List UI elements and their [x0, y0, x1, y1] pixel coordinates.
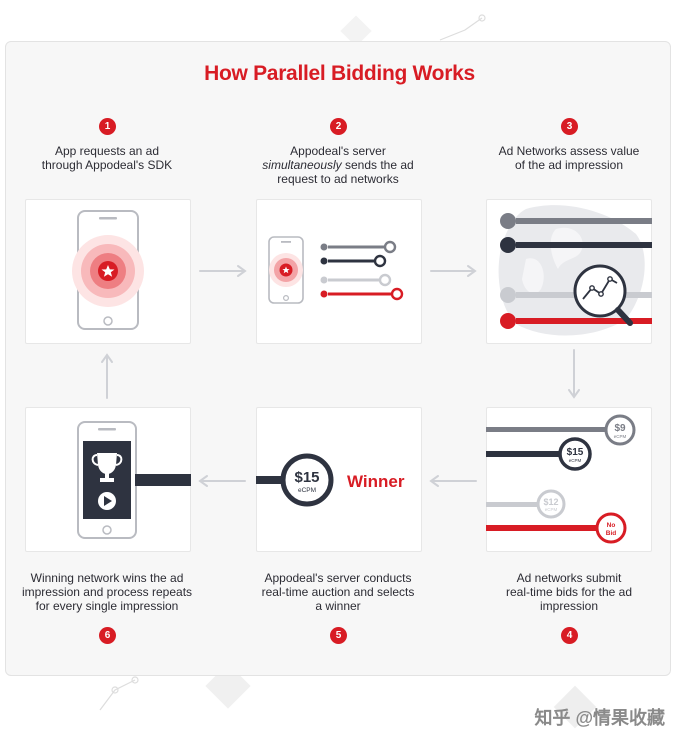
step-5-line-2: real-time auction and selects: [261, 585, 415, 599]
server-broadcast-illustration: [268, 236, 404, 304]
step-4-line-2: real-time bids for the ad: [505, 585, 633, 599]
bid-1-unit: eCPM: [614, 434, 627, 439]
arrow-2-to-3: [430, 265, 477, 277]
step-6-line-2: impression and process repeats: [21, 585, 193, 599]
step-2-number: 2: [330, 118, 347, 135]
step-2-line-2: simultaneously sends the ad: [243, 158, 433, 172]
winner-label: Winner: [347, 472, 405, 491]
bid-3-unit: eCPM: [545, 507, 558, 512]
step-2-text: Appodeal's server simultaneously sends t…: [243, 144, 433, 186]
watermark-text: 知乎 @情果收藏: [534, 708, 665, 728]
step-6-line-3: for every single impression: [35, 599, 179, 613]
arrow-3-to-4: [568, 349, 580, 399]
step-4-line-3: impression: [539, 599, 599, 613]
phone-speaker: [99, 217, 117, 220]
step-5-text: Appodeal's server conducts real-time auc…: [243, 571, 433, 613]
step-5-number: 5: [330, 627, 347, 644]
arrow-4-to-5: [429, 475, 477, 487]
step-1-line-2: through Appodeal's SDK: [41, 158, 173, 172]
bid-4-amount: No: [607, 522, 616, 529]
bid-line-2: $15 eCPM: [486, 437, 592, 471]
magnifier-icon: [573, 264, 633, 326]
trophy-icon: [91, 453, 123, 482]
play-icon: [98, 492, 116, 510]
bid-line-3: $12 eCPM: [486, 489, 566, 519]
winner-connector-bar: [135, 474, 191, 486]
bid-4-unit: Bid: [606, 530, 617, 537]
bid-2-unit: eCPM: [569, 458, 582, 463]
network-bar-4: [500, 313, 652, 329]
step-2-panel: [256, 199, 422, 344]
star-icon: [101, 265, 115, 277]
network-line-1: [320, 240, 397, 254]
step-2-line-3: request to ad networks: [277, 172, 399, 186]
step-2-emphasis: simultaneously: [262, 158, 342, 172]
winner-amount: $15: [294, 469, 319, 486]
arrow-6-to-1: [101, 353, 113, 399]
winner-bid-circle: [280, 453, 334, 507]
phone-home-button-2: [102, 525, 112, 535]
bids-illustration: $9 eCPM $15 eCPM $12 eCPM No Bid: [486, 414, 636, 544]
step-6-line-1: Winning network wins the ad: [30, 571, 184, 585]
bid-line-4: No Bid: [486, 512, 627, 544]
small-phone-speaker: [281, 241, 291, 243]
bid-1-amount: $9: [614, 423, 626, 434]
small-star-icon: [282, 266, 290, 274]
network-bar-1: [500, 213, 652, 229]
small-phone-home-button: [283, 294, 290, 301]
network-line-3: [320, 273, 392, 287]
step-3-text: Ad Networks assess value of the ad impre…: [474, 144, 664, 172]
step-4-number: 4: [561, 627, 578, 644]
step-1-number: 1: [99, 118, 116, 135]
phone-home-button: [103, 316, 113, 326]
winner-line: [256, 476, 288, 484]
phone-target-illustration: [72, 210, 144, 330]
network-bar-2: [500, 237, 652, 253]
step-5-line-1: Appodeal's server conducts: [264, 571, 412, 585]
bid-3-amount: $12: [543, 497, 558, 507]
network-line-4: [320, 287, 404, 301]
step-2-line-2-rest: sends the ad: [341, 158, 414, 172]
phone-trophy-illustration: [77, 421, 191, 539]
step-5-line-3: a winner: [315, 599, 361, 613]
arrow-1-to-2: [199, 265, 247, 277]
winner-unit: eCPM: [298, 487, 316, 494]
auction-illustration: $15 eCPM Winner: [256, 453, 405, 507]
map-landmass-1: [550, 227, 583, 269]
step-4-text: Ad networks submit real-time bids for th…: [474, 571, 664, 613]
step-4-line-1: Ad networks submit: [516, 571, 622, 585]
step-3-line-2: of the ad impression: [514, 158, 624, 172]
step-6-number: 6: [99, 627, 116, 644]
step-6-text: Winning network wins the ad impression a…: [12, 571, 202, 613]
step-1-line-1: App requests an ad: [54, 144, 160, 158]
bid-2-amount: $15: [567, 447, 584, 458]
step-3-line-1: Ad Networks assess value: [498, 144, 640, 158]
step-1-text: App requests an ad through Appodeal's SD…: [12, 144, 202, 172]
value-assessment-illustration: [498, 205, 652, 336]
diagram-card: [5, 41, 671, 676]
step-3-number: 3: [561, 118, 578, 135]
phone-speaker-2: [98, 428, 116, 431]
map-landmass-2: [522, 258, 544, 294]
diagram-title: How Parallel Bidding Works: [204, 62, 475, 85]
network-line-2: [320, 254, 387, 268]
arrow-5-to-6: [198, 475, 246, 487]
bid-line-1: $9 eCPM: [486, 414, 636, 446]
step-2-line-1: Appodeal's server: [290, 144, 386, 158]
